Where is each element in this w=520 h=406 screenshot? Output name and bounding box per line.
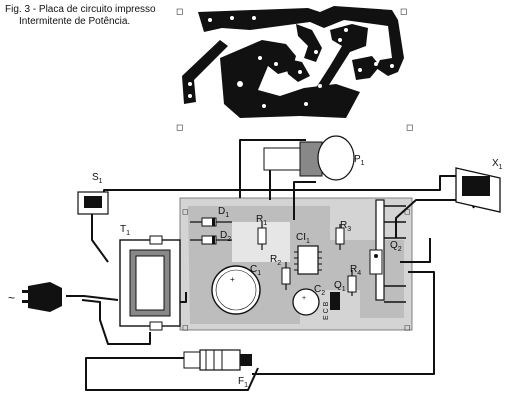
label-x1: X1 (492, 158, 503, 171)
label-p1: P1 (354, 154, 365, 167)
transistor-q1: Q1 E C B (323, 280, 346, 320)
label-d2: D2 (220, 230, 231, 243)
resistor-r4: R4 (347, 264, 361, 296)
label-d1: D1 (218, 206, 229, 219)
label-r2: R2 (270, 254, 281, 267)
corner-mark-tl: ◻ (176, 6, 183, 16)
resistor-r1: R1 (256, 214, 267, 250)
label-c1: C1 (250, 264, 261, 277)
pcb-corner-br: ◻ (404, 323, 411, 332)
corner-mark-bl: ◻ (176, 122, 183, 132)
c2-plus: + (302, 295, 306, 302)
label-s1: S1 (92, 172, 103, 185)
pcb-corner-tl: ◻ (182, 207, 189, 216)
figure-caption: Fig. 3 - Placa de circuito impresso Inte… (5, 4, 156, 28)
label-c2: C2 (314, 284, 325, 297)
fuse-f1: F1 (183, 349, 252, 389)
diode-d1: D1 (190, 206, 232, 227)
label-r3: R3 (340, 220, 351, 233)
label-r1: R1 (256, 214, 267, 227)
transistor-q2-heatsink: Q2 (369, 199, 406, 303)
label-q2: Q2 (390, 240, 402, 253)
label-ecb: E C B (323, 301, 330, 320)
capacitor-c1: + C1 (211, 264, 261, 315)
switch-s1: S1 (77, 172, 109, 215)
pcb-corner-tr: ◻ (404, 207, 411, 216)
label-q1: Q1 (334, 280, 346, 293)
copper-pads (188, 16, 394, 108)
copper-layout: ◻ ◻ ◻ ◻ (176, 6, 413, 132)
label-t1: T1 (120, 224, 130, 237)
mains-symbol: ~ (8, 291, 15, 305)
potentiometer-p1: P1 (263, 135, 365, 181)
pcb-corner-bl: ◻ (182, 323, 189, 332)
corner-mark-tr: ◻ (400, 6, 407, 16)
label-r4: R4 (350, 264, 361, 277)
caption-line-2: Intermitente de Potência. (19, 16, 131, 27)
label-f1: F1 (238, 376, 248, 389)
socket-x1: X1 (455, 158, 503, 213)
caption-line-1: Fig. 3 - Placa de circuito impresso (5, 4, 156, 15)
resistor-r3: R3 (335, 220, 351, 250)
ic-ci1: CI1 (294, 232, 322, 275)
mains-plug: ~ (8, 282, 62, 312)
resistor-r2: R2 (270, 254, 291, 290)
transformer-t1: T1 (119, 224, 181, 331)
diode-d2: D2 (190, 230, 232, 245)
corner-mark-br: ◻ (406, 122, 413, 132)
capacitor-c2: + C2 (292, 284, 325, 316)
c1-plus: + (230, 275, 235, 284)
label-ci1: CI1 (296, 232, 310, 245)
